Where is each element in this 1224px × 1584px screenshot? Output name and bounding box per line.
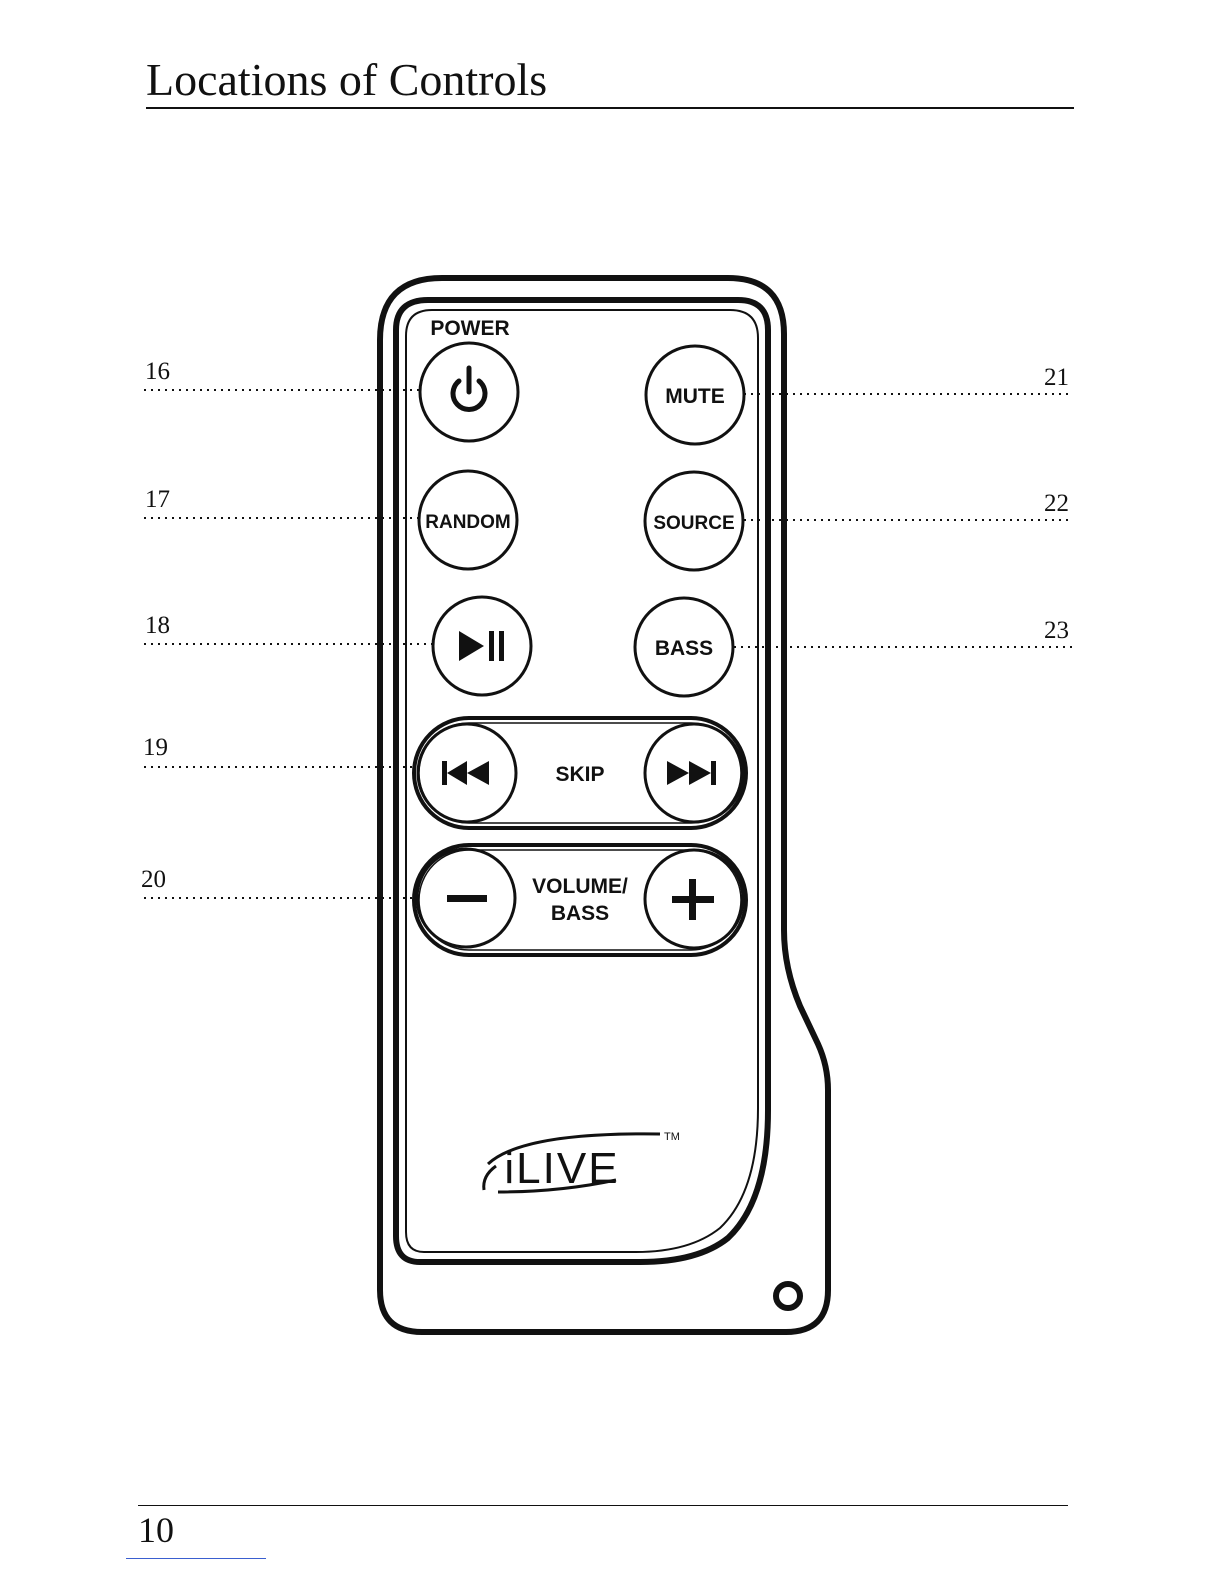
random-button[interactable]: RANDOM	[419, 471, 517, 569]
play-pause-button[interactable]	[433, 597, 531, 695]
skip-forward-button[interactable]	[645, 724, 743, 822]
skip-forward-icon	[667, 761, 716, 785]
volume-up-button[interactable]	[645, 850, 743, 948]
bass-button[interactable]: BASS	[635, 598, 733, 696]
power-icon	[453, 368, 485, 409]
footer-link-underline	[126, 1558, 266, 1559]
footer-divider	[138, 1505, 1068, 1506]
leader-lines	[144, 390, 1072, 898]
source-button[interactable]: SOURCE	[645, 472, 743, 570]
volume-down-button[interactable]	[417, 849, 515, 947]
skip-label: SKIP	[555, 763, 604, 786]
logo-text: iLIVE	[504, 1144, 619, 1193]
play-pause-icon	[459, 631, 504, 661]
random-label: RANDOM	[425, 512, 511, 533]
volume-label-line1: VOLUME/	[532, 875, 628, 898]
plus-icon	[672, 879, 714, 920]
mute-label: MUTE	[665, 385, 725, 408]
page-number: 10	[138, 1510, 174, 1550]
screw-hole	[776, 1284, 800, 1308]
source-label: SOURCE	[653, 513, 734, 534]
ilive-logo: iLIVE TM	[484, 1131, 680, 1193]
volume-label-line2: BASS	[551, 902, 609, 925]
mute-button[interactable]: MUTE	[646, 346, 744, 444]
power-label: POWER	[430, 317, 509, 340]
minus-icon	[447, 895, 487, 902]
skip-back-icon	[442, 761, 489, 785]
power-button[interactable]	[420, 343, 518, 441]
bass-label: BASS	[655, 637, 713, 660]
trademark-mark: TM	[664, 1131, 680, 1143]
skip-back-button[interactable]	[418, 724, 516, 822]
